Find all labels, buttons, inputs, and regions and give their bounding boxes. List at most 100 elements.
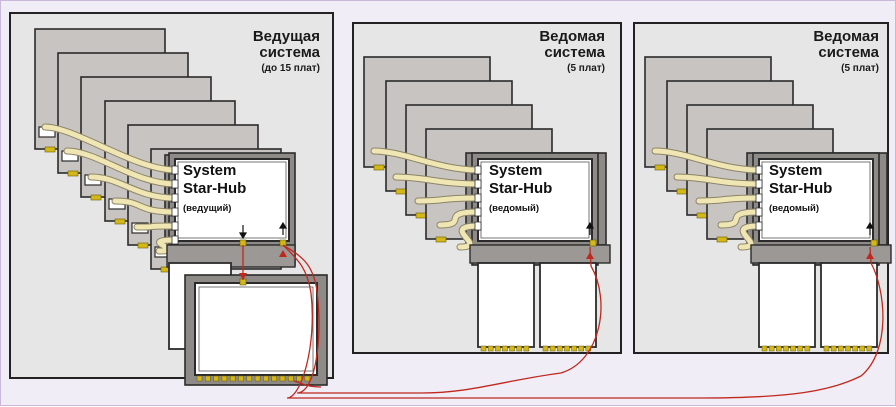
module-contact xyxy=(502,345,508,352)
module-contact xyxy=(564,345,570,352)
ribbon-cable xyxy=(738,223,762,250)
board-edge-contact xyxy=(676,188,688,195)
module-contact xyxy=(838,345,844,352)
master-system-label: Ведущая система (до 15 плат) xyxy=(253,28,321,74)
cable-connector xyxy=(474,207,482,217)
master-to-slave2-wire xyxy=(282,244,884,399)
hub-module xyxy=(477,158,593,242)
daughter-module xyxy=(820,262,878,348)
cable-connector xyxy=(171,221,179,231)
hub-role: (ведомый) xyxy=(489,203,539,214)
module-contact xyxy=(288,375,294,382)
module-contact xyxy=(557,345,563,352)
module-contact xyxy=(205,375,211,382)
module-contact xyxy=(804,345,811,352)
module-contact xyxy=(783,345,789,352)
module-contact xyxy=(213,375,219,382)
module-contact xyxy=(238,375,244,382)
module-contact xyxy=(797,345,803,352)
boards-layer xyxy=(34,28,892,386)
board-edge-contact xyxy=(44,146,56,153)
ribbon-cable xyxy=(112,198,178,215)
ribbon-cable xyxy=(371,148,481,173)
ribbon-cable xyxy=(674,174,762,187)
cable-connector xyxy=(755,179,763,189)
module-contact xyxy=(480,345,487,352)
ribbon-cable xyxy=(415,195,481,204)
board-edge-contact xyxy=(67,170,79,177)
board-edge-contact xyxy=(716,236,728,243)
hub-name-line1: System xyxy=(769,162,822,179)
cable-connector xyxy=(755,221,763,231)
cable-connector xyxy=(171,235,179,245)
module-contact xyxy=(271,375,277,382)
hub-name-line1: System xyxy=(183,162,236,179)
module-contact xyxy=(790,345,796,352)
hub-name-line2: Star-Hub xyxy=(183,180,246,197)
cable-connector xyxy=(171,165,179,175)
slave-system-label-1: Ведомая система (5 плат) xyxy=(539,28,605,74)
up-arrow-icon xyxy=(279,250,287,257)
module-contact xyxy=(852,345,858,352)
module-contact xyxy=(229,375,236,382)
sync-connector xyxy=(589,239,597,247)
module-contact xyxy=(830,345,837,352)
ribbon-cable xyxy=(393,174,481,187)
ribbon-cable xyxy=(457,223,481,250)
cable-connector xyxy=(755,193,763,203)
module-contact xyxy=(523,345,530,352)
sync-connector xyxy=(279,239,287,247)
module-contact xyxy=(761,345,768,352)
module-contact xyxy=(263,375,269,382)
bottom-board-inner xyxy=(198,286,314,372)
module-contact xyxy=(304,375,311,382)
hub-role: (ведущий) xyxy=(183,203,231,214)
module-contact xyxy=(487,345,494,352)
daughter-module xyxy=(758,262,816,348)
up-arrow-icon xyxy=(866,252,874,259)
master-to-slave1-wire xyxy=(282,244,602,394)
master-hub-label: System Star-Hub (ведущий) xyxy=(183,162,246,214)
module-contact xyxy=(279,375,286,382)
wire-arrows xyxy=(238,221,875,280)
ribbon-cable xyxy=(652,148,762,173)
slave-hub-label-1: System Star-Hub (ведомый) xyxy=(489,162,552,214)
board-edge-contact xyxy=(415,212,427,219)
board-edge-contact xyxy=(373,164,385,171)
sync-connector xyxy=(870,239,878,247)
bottom-board xyxy=(194,282,318,376)
module-contact xyxy=(495,345,501,352)
system-title-line1: Ведомая xyxy=(813,28,879,45)
cable-connector xyxy=(474,179,482,189)
hub-name-line2: Star-Hub xyxy=(489,180,552,197)
system-board-count: (5 плат) xyxy=(841,63,879,74)
module-contact xyxy=(509,345,515,352)
board-edge-contact xyxy=(90,194,102,201)
down-arrow-icon xyxy=(239,273,247,280)
system-title-line1: Ведомая xyxy=(539,28,605,45)
ribbon-cable xyxy=(696,195,762,204)
module-contact xyxy=(516,345,522,352)
daughter-module xyxy=(539,262,597,348)
module-contact xyxy=(776,345,782,352)
module-contact xyxy=(549,345,556,352)
hub-name-line1: System xyxy=(489,162,542,179)
cable-connector xyxy=(171,179,179,189)
system-title-line2: система xyxy=(259,44,320,61)
signal-direction-icons xyxy=(238,221,875,240)
cable-connector xyxy=(474,221,482,231)
ribbon-cable xyxy=(64,148,178,187)
master-return-wire xyxy=(293,380,322,388)
ribbon-cable xyxy=(42,124,178,173)
board-edge-contact xyxy=(395,188,407,195)
slave-system-label-2: Ведомая система (5 плат) xyxy=(813,28,879,74)
system-board-count: (5 плат) xyxy=(567,63,605,74)
board-edge-contact xyxy=(137,242,149,249)
system-title-line2: система xyxy=(818,44,879,61)
board-edge-contact xyxy=(435,236,447,243)
ribbon-cable xyxy=(156,237,178,254)
cable-connector xyxy=(474,193,482,203)
hub-module xyxy=(174,158,290,242)
